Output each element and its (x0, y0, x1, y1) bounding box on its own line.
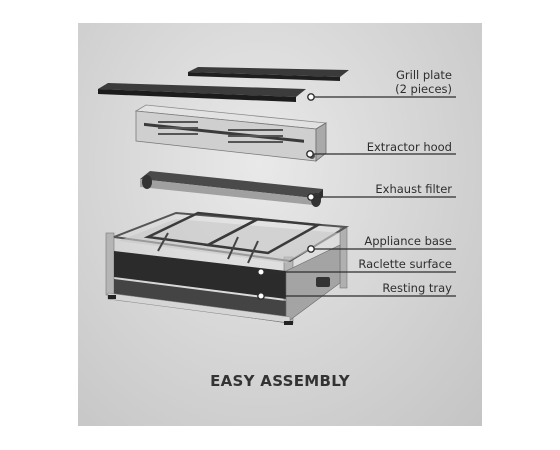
label-exhaust-filter: Exhaust filter (375, 182, 452, 196)
diagram-panel: Grill plate(2 pieces) Extractor hood Exh… (78, 23, 482, 426)
exhaust-filter-drawing (140, 171, 323, 207)
label-resting-tray: Resting tray (382, 281, 452, 295)
label-extractor-hood: Extractor hood (366, 140, 452, 154)
appliance-base-drawing (105, 211, 350, 325)
grill-plate-drawing (98, 67, 349, 102)
label-appliance-base: Appliance base (364, 234, 452, 248)
extractor-hood-drawing (134, 104, 328, 162)
callout-lines (257, 93, 456, 300)
page-title: EASY ASSEMBLY (210, 372, 350, 390)
label-grill-plate: Grill plate(2 pieces) (395, 68, 452, 96)
exploded-assembly-diagram (98, 67, 456, 325)
label-raclette-surface: Raclette surface (358, 257, 452, 271)
